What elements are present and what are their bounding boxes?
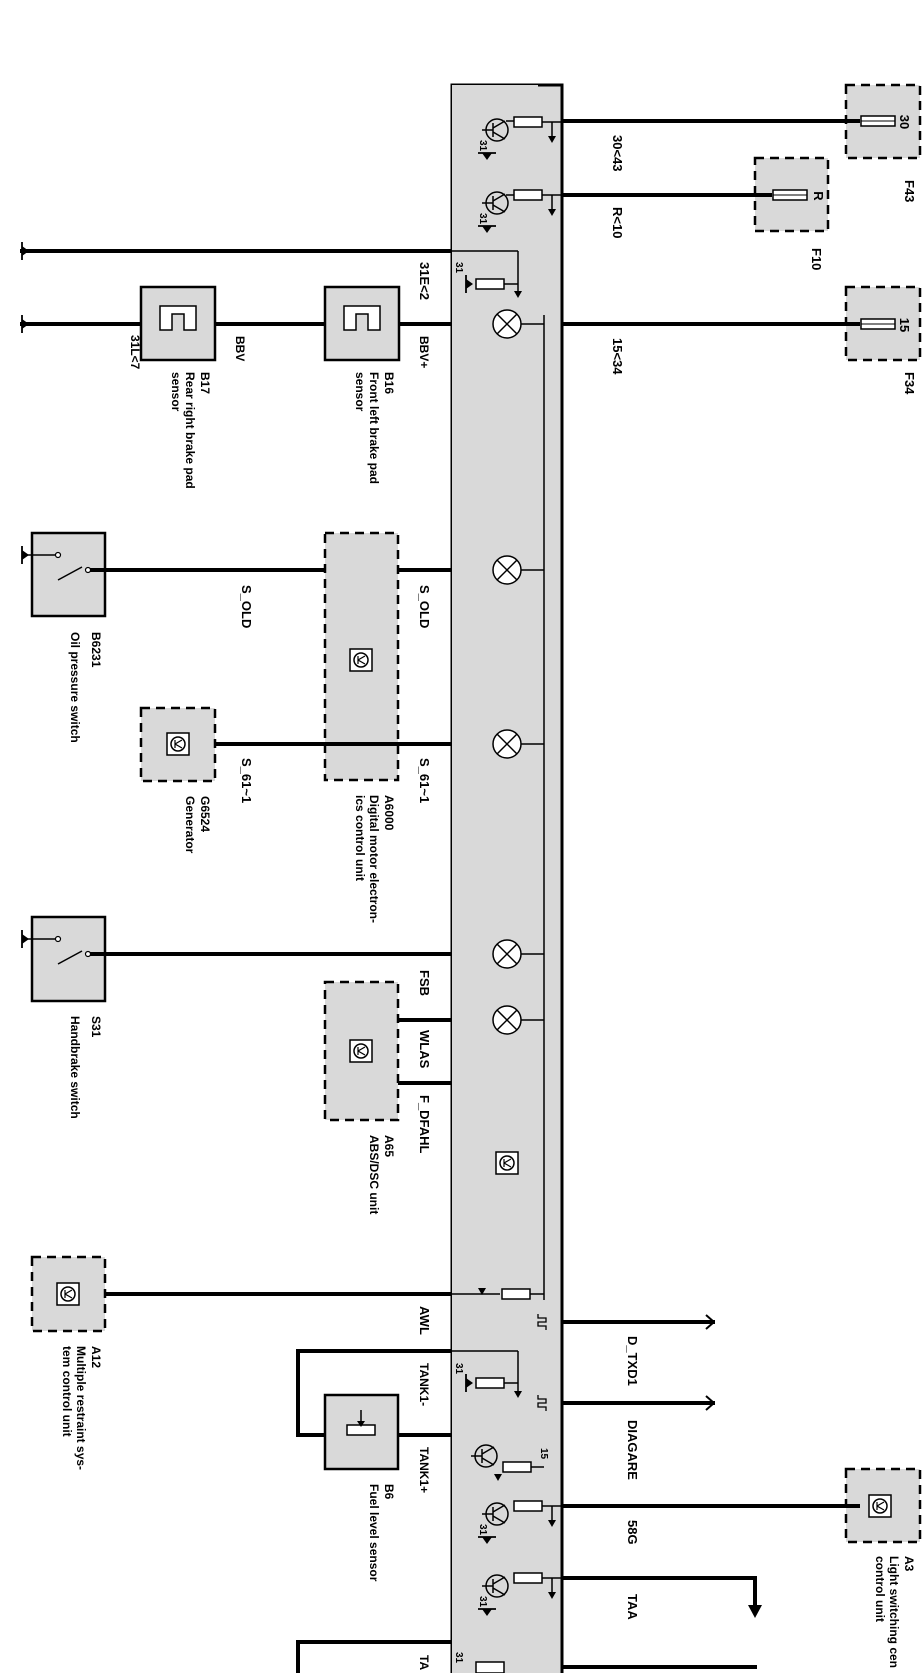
a65-id: A65 — [382, 1135, 396, 1157]
tank1-plus-label: TANK1+ — [417, 1447, 431, 1493]
bbv-plus-label: BBV+ — [417, 336, 431, 368]
abs-a65: A65 ABS/DSC unit — [323, 980, 400, 1214]
f10-label: F10 — [809, 248, 824, 270]
d-txd1-label: D_TXD1 — [625, 1336, 640, 1386]
awl-label: AWL — [417, 1306, 432, 1335]
a3-desc-2: control unit — [873, 1556, 887, 1622]
ground-31-label: 31 — [477, 1596, 488, 1608]
g6524-id: G6524 — [198, 796, 212, 832]
a6000-desc-2: ics control unit — [353, 795, 367, 881]
b6231-id: B6231 — [89, 632, 103, 668]
sensor-b17: 31L<7 BBV B17 Rear right brake pad senso… — [128, 285, 247, 489]
s31-id: S31 — [89, 1016, 103, 1038]
a3-desc-1: Light switching cen — [887, 1556, 901, 1668]
b16-id: B16 — [382, 372, 396, 394]
f10-pin-label: R — [811, 191, 826, 201]
brake-pad-warning-lamp-icon — [492, 309, 522, 339]
generator-g6524: G6524 Generator — [139, 706, 217, 854]
airbag-a12: A12 Multiple restraint sys- tem control … — [30, 1255, 107, 1470]
ground-31e-internal: 31 — [452, 250, 522, 298]
instrument-cluster — [450, 83, 564, 1673]
fsb-label: FSB — [417, 970, 432, 996]
b6-desc: Fuel level sensor — [367, 1484, 381, 1582]
s61-label-1: S_61~1 — [239, 758, 254, 803]
wire-31l-7-label: 31L<7 — [128, 335, 142, 370]
wire-r-10-label: R<10 — [610, 207, 625, 238]
f34-pin-label: 15 — [897, 318, 912, 332]
bbv-label: BBV — [233, 336, 247, 361]
diagare-label: DIAGARE — [625, 1420, 640, 1480]
charge-lamp-icon — [492, 729, 522, 759]
tank2-label: TA — [417, 1655, 431, 1670]
internal-processor-icon — [495, 1151, 519, 1175]
ground-31-label: 31 — [477, 1524, 488, 1536]
b16-desc-2: sensor — [353, 372, 367, 412]
a65-desc: ABS/DSC unit — [367, 1135, 381, 1214]
f43-label: F43 — [902, 180, 917, 202]
brake-warning-lamp-icon — [492, 1005, 522, 1035]
control-unit-icon — [349, 648, 373, 672]
wire-15-34-label: 15<34 — [610, 338, 625, 375]
ground-31-label: 31 — [477, 140, 488, 152]
airbag-control-unit-icon — [56, 1282, 80, 1306]
switch-s31: S31 Handbrake switch — [21, 915, 107, 1119]
s-old-label-1: S_OLD — [239, 585, 254, 628]
ground-31-label: 31 — [477, 213, 488, 225]
a12-id: A12 — [89, 1346, 103, 1368]
abs-control-unit-icon — [349, 1039, 373, 1063]
s31-desc: Handbrake switch — [68, 1016, 82, 1119]
a6000-id: A6000 — [382, 795, 396, 831]
driver-58g: 31 — [477, 1500, 562, 1545]
switch-b6231: B6231 Oil pressure switch — [21, 531, 107, 743]
ground-31-label: 31 — [453, 262, 464, 274]
58g-label: 58G — [625, 1520, 640, 1545]
oil-pressure-lamp-icon — [492, 555, 522, 585]
fuse-f10: R F10 — [753, 156, 830, 270]
s61-label-2: S_61~1 — [417, 758, 432, 803]
a3-id: A3 — [902, 1556, 916, 1572]
tank1-minus-label: TANK1- — [417, 1363, 431, 1406]
light-switch-a3: A3 Light switching cen control unit — [844, 1467, 922, 1668]
generator-icon — [166, 732, 190, 756]
driver-30: 31 — [477, 116, 562, 161]
ground-31-label: 31 — [453, 1652, 464, 1664]
dme-a6000: A6000 Digital motor electron- ics contro… — [323, 531, 400, 923]
wire-30-43-label: 30<43 — [610, 135, 625, 172]
driver-r: 31 — [477, 189, 562, 234]
taa-label: TAA — [625, 1594, 640, 1620]
fuse-f43: 30 F43 — [844, 83, 922, 202]
f-dfahl-label: F_DFAHL — [417, 1095, 432, 1154]
b17-desc-1: Rear right brake pad — [183, 372, 197, 489]
sensor-b16: BBV+ B16 Front left brake pad sensor — [323, 285, 431, 484]
b6231-desc: Oil pressure switch — [68, 632, 82, 743]
handbrake-lamp-icon — [492, 939, 522, 969]
f34-label: F34 — [902, 372, 917, 395]
b16-desc-1: Front left brake pad — [367, 372, 381, 484]
a12-desc-2: tem control unit — [60, 1346, 74, 1437]
awl-internal — [452, 1288, 544, 1300]
light-switch-control-unit-icon — [868, 1494, 892, 1518]
wlas-label: WLAS — [417, 1030, 432, 1069]
tank1-internal: 31 — [452, 1350, 522, 1398]
pin-15-label: 15 — [538, 1448, 549, 1460]
b17-desc-2: sensor — [169, 372, 183, 412]
a6000-desc-1: Digital motor electron- — [367, 795, 381, 923]
s-old-label-2: S_OLD — [417, 585, 432, 628]
tank1-plus-driver: 15 — [470, 1444, 549, 1481]
ground-31-label: 31 — [453, 1363, 464, 1375]
fuse-f34: 15 F34 — [844, 285, 922, 395]
b17-id: B17 — [198, 372, 212, 394]
b6-id: B6 — [382, 1484, 396, 1500]
wire-31e-2-label: 31E<2 — [417, 262, 432, 300]
a12-desc-1: Multiple restraint sys- — [74, 1346, 88, 1470]
f43-pin-label: 30 — [897, 115, 912, 129]
g6524-desc: Generator — [183, 796, 197, 854]
driver-taa: 31 — [477, 1572, 562, 1617]
fuel-sensor-b6: B6 Fuel level sensor — [323, 1393, 400, 1582]
